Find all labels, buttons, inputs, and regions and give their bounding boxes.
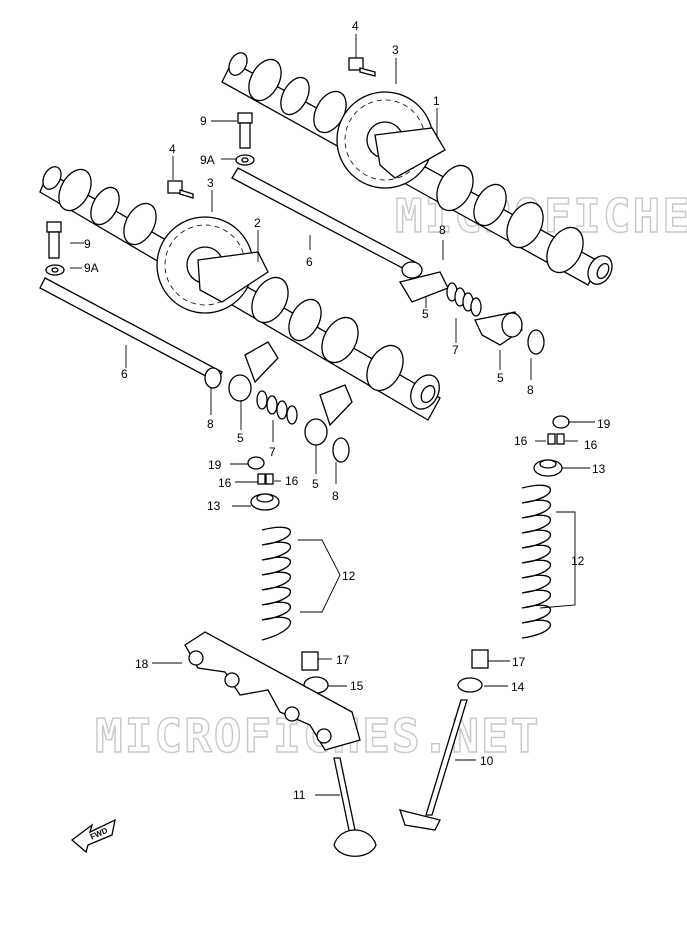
washer-lower-left — [204, 367, 222, 389]
label-16-right-a: 16 — [514, 434, 528, 448]
rocker-arm-upper-a — [398, 261, 449, 303]
plate-hole-2 — [224, 672, 240, 688]
exhaust-valve — [399, 699, 468, 831]
label-8-upper-b: 8 — [527, 383, 534, 397]
part-labels: 1 2 3 3 4 4 5 5 5 5 6 6 7 7 8 8 8 8 9 9 … — [84, 19, 611, 802]
washer-lower-right — [332, 437, 350, 463]
label-6-lower: 6 — [121, 367, 128, 381]
label-3-upper: 3 — [392, 43, 399, 57]
label-8-lower-a: 8 — [207, 417, 214, 431]
label-10: 10 — [480, 754, 494, 768]
label-16-right-b: 16 — [584, 438, 598, 452]
label-17-right: 17 — [512, 655, 526, 669]
washer-upper-right — [527, 329, 545, 355]
label-15: 15 — [350, 679, 364, 693]
label-5-lower-b: 5 — [312, 477, 319, 491]
fwd-arrow-icon: FWD — [70, 818, 116, 854]
cotter-right — [547, 433, 565, 445]
shim-right — [552, 415, 570, 429]
rocker-spring-lower — [256, 390, 298, 425]
oil-bolt-upper — [237, 112, 253, 149]
spring-seat-right — [457, 677, 483, 693]
label-14: 14 — [511, 680, 525, 694]
label-2: 2 — [254, 216, 261, 230]
label-16-left-b: 16 — [285, 474, 299, 488]
oil-washer-upper — [235, 154, 255, 166]
rocker-arm-lower-b — [304, 384, 353, 446]
label-17-left: 17 — [336, 653, 350, 667]
sprocket-bolt-lower — [167, 180, 194, 199]
label-5-upper-b: 5 — [497, 371, 504, 385]
label-11: 11 — [293, 788, 306, 802]
label-7-lower: 7 — [269, 445, 276, 459]
oil-washer-lower — [45, 264, 65, 276]
valve-seal-right — [471, 649, 489, 669]
valve-spring-left — [261, 526, 292, 641]
cotter-left — [257, 473, 274, 485]
label-3-lower: 3 — [207, 176, 214, 190]
retainer-right — [533, 459, 563, 477]
label-1: 1 — [433, 94, 440, 108]
label-16-left-a: 16 — [218, 476, 232, 490]
label-19-left: 19 — [208, 458, 222, 472]
label-4-lower: 4 — [169, 142, 176, 156]
valve-spring-right — [521, 484, 552, 639]
oil-bolt-lower — [46, 221, 62, 259]
label-8-lower-b: 8 — [332, 489, 339, 503]
rocker-arm-upper-b — [474, 311, 523, 346]
rocker-spring-upper — [446, 282, 482, 317]
label-5-lower-a: 5 — [237, 431, 244, 445]
intake-valve — [333, 757, 377, 857]
leader-lines — [70, 34, 595, 796]
label-13-right: 13 — [592, 462, 606, 476]
plate-hole-3 — [284, 706, 300, 722]
label-9-lower: 9 — [84, 237, 91, 251]
label-19-right: 19 — [597, 417, 611, 431]
rocker-arm-lower-a — [228, 341, 279, 402]
label-8-upper-a: 8 — [439, 223, 446, 237]
cam-sprocket-lower — [156, 216, 269, 314]
shim-left — [247, 456, 265, 470]
label-9-upper: 9 — [200, 114, 207, 128]
label-12-right: 12 — [571, 554, 585, 568]
plate-hole-1 — [188, 650, 204, 666]
label-18: 18 — [135, 657, 149, 671]
label-12-left: 12 — [342, 569, 356, 583]
label-9A-lower: 9A — [84, 261, 99, 275]
label-13-left: 13 — [207, 499, 221, 513]
plate-hole-4 — [316, 728, 332, 744]
sprocket-bolt-upper — [348, 57, 376, 77]
label-4-upper: 4 — [352, 19, 359, 33]
label-9A-upper: 9A — [200, 153, 215, 167]
label-5-upper-a: 5 — [422, 307, 429, 321]
label-7-upper: 7 — [452, 343, 459, 357]
retainer-left — [250, 493, 280, 511]
valve-seal-left — [301, 651, 319, 671]
cam-sprocket-upper — [336, 91, 446, 189]
label-6-upper: 6 — [306, 255, 313, 269]
